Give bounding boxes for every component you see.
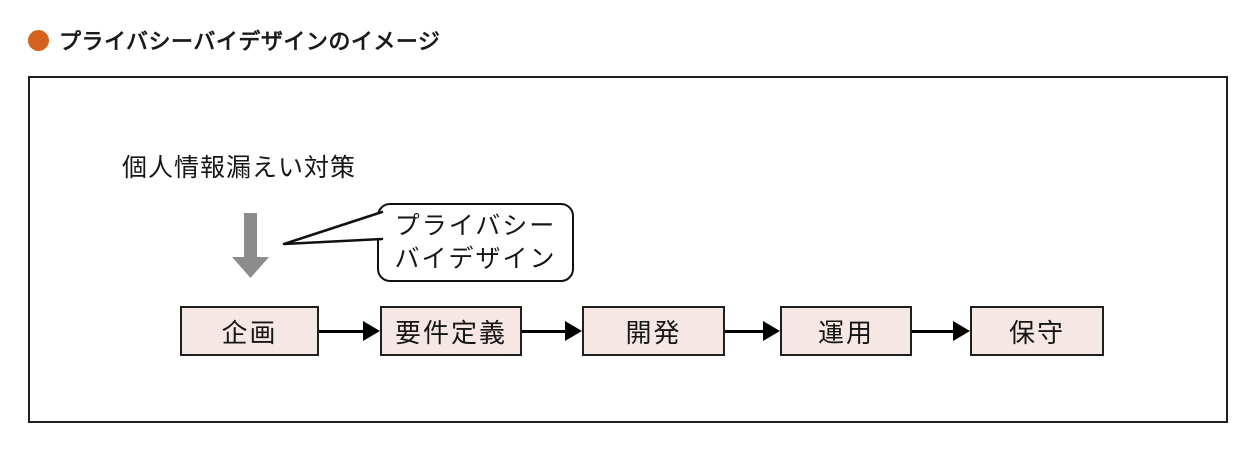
flow-arrow-line <box>522 329 565 333</box>
down-arrow-icon <box>232 213 269 278</box>
flow-arrow-line <box>912 329 953 333</box>
flow-arrow-icon <box>912 321 970 341</box>
flow-arrow-icon <box>319 321 380 341</box>
callout-tail-icon <box>282 210 384 246</box>
flow-arrow-head <box>953 321 970 341</box>
stage-box: 開発 <box>582 306 725 356</box>
flow-arrow-head <box>363 321 380 341</box>
page-title: プライバシーバイデザインのイメージ <box>59 29 441 54</box>
stage-box: 運用 <box>780 306 912 356</box>
annotation-label: 個人情報漏えい対策 <box>122 154 357 182</box>
callout-bubble: プライバシー バイデザイン <box>377 203 574 282</box>
flow-arrow-icon <box>725 321 780 341</box>
callout-line-2: バイデザイン <box>394 244 557 273</box>
flow-arrow-head <box>763 321 780 341</box>
stage-box: 保守 <box>970 306 1104 356</box>
stage-box: 要件定義 <box>380 306 522 356</box>
flow-arrow-head <box>565 321 582 341</box>
diagram-frame: 個人情報漏えい対策 プライバシー バイデザイン 企画 要件定義 開発 運用 保守 <box>28 76 1228 423</box>
diagram-overlay <box>232 210 384 278</box>
flow-arrow-icon <box>522 321 582 341</box>
callout-line-1: プライバシー <box>394 211 557 240</box>
stage-box: 企画 <box>180 306 319 356</box>
bullet-icon <box>28 29 49 51</box>
flow-arrow-line <box>319 329 363 333</box>
flow-arrow-line <box>725 329 763 333</box>
title-row: プライバシーバイデザインのイメージ <box>28 24 440 56</box>
